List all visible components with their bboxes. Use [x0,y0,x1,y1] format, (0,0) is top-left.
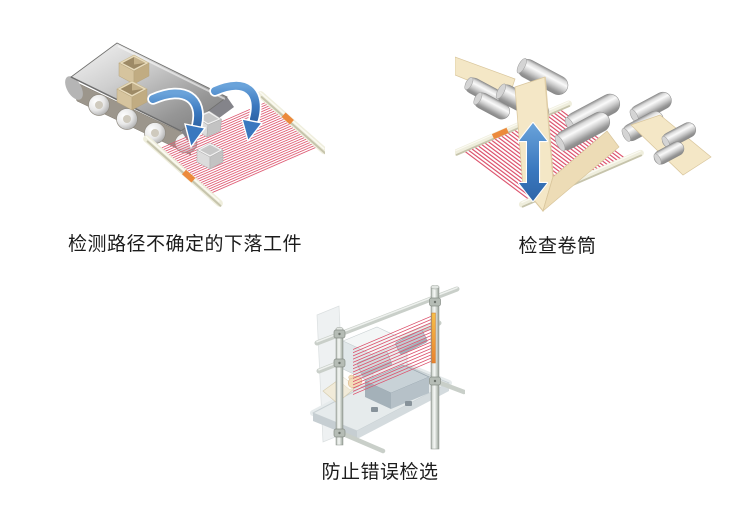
drop-arrow-icon [209,80,264,143]
figure-falling-workpiece-detection [55,15,328,230]
roller [554,111,611,152]
light-curtain-beams [157,101,320,196]
figure-caption: 检查卷筒 [518,236,597,257]
machine-body [360,364,436,412]
web-sheet-rising [542,130,620,213]
roller [661,122,697,149]
figure-caption: 检测路径不确定的下落工件 [67,234,302,255]
figure-roll-inspection [452,35,715,235]
sensor-indicator [491,127,509,140]
frame-joint [333,297,441,438]
frame-pole [335,284,440,450]
drop-arrow-icon [147,87,207,149]
up-down-arrow-icon [517,121,549,203]
light-curtain-receiver-strip [431,312,436,364]
figure-caption: 防止错误检选 [321,462,439,483]
roller [473,92,510,120]
roller [653,141,685,165]
sensor-indicator [281,112,294,125]
figure-mispick-prevention [305,284,467,455]
light-curtain-beams [353,314,434,396]
sensor-indicator [182,169,196,183]
conveyor-light-curtain-illustration [65,42,328,207]
web-roller-light-curtain-illustration [452,56,712,213]
frame-light-curtain-illustration [310,284,467,454]
light-curtain-bars [143,91,328,207]
